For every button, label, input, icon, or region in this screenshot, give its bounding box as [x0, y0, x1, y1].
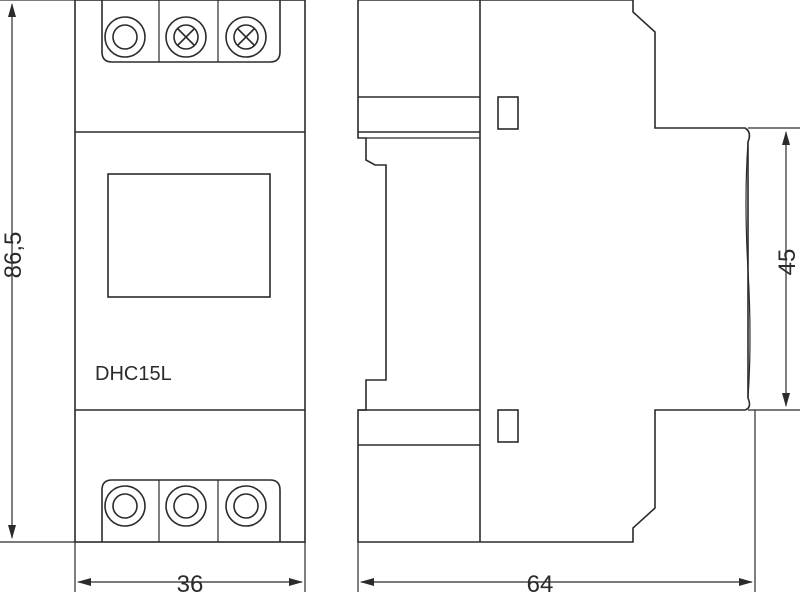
rail-edge [745, 141, 751, 399]
front-view: DHC15L [74, 0, 306, 543]
bottom-terminal-1-icon [104, 485, 146, 527]
bottom-terminal-2-icon [165, 485, 207, 527]
side-depth-value: 64 [527, 571, 554, 598]
top-terminal-2-screw-icon [165, 16, 207, 58]
front-width-value: 36 [177, 571, 204, 598]
height-value: 86,5 [0, 232, 27, 279]
top-terminal-1-icon [104, 16, 146, 58]
model-label: DHC15L [95, 363, 172, 385]
rail-height-value: 45 [774, 249, 800, 276]
bottom-terminal-block [101, 479, 281, 542]
top-terminal-3-screw-icon [225, 16, 267, 58]
dimension-height: 86,5 [0, 0, 75, 543]
upper-clip-slot [497, 96, 519, 130]
display-window [107, 173, 271, 298]
lower-clip-slot [497, 409, 519, 443]
side-profile-outline [357, 0, 751, 543]
top-terminal-block [101, 0, 281, 63]
dimension-rail-height: 45 [748, 127, 800, 411]
side-view [357, 0, 751, 543]
front-body-outline [74, 0, 306, 543]
dimension-side-depth: 64 [357, 410, 756, 598]
dimension-front-width: 36 [74, 542, 306, 598]
bottom-terminal-3-icon [225, 485, 267, 527]
